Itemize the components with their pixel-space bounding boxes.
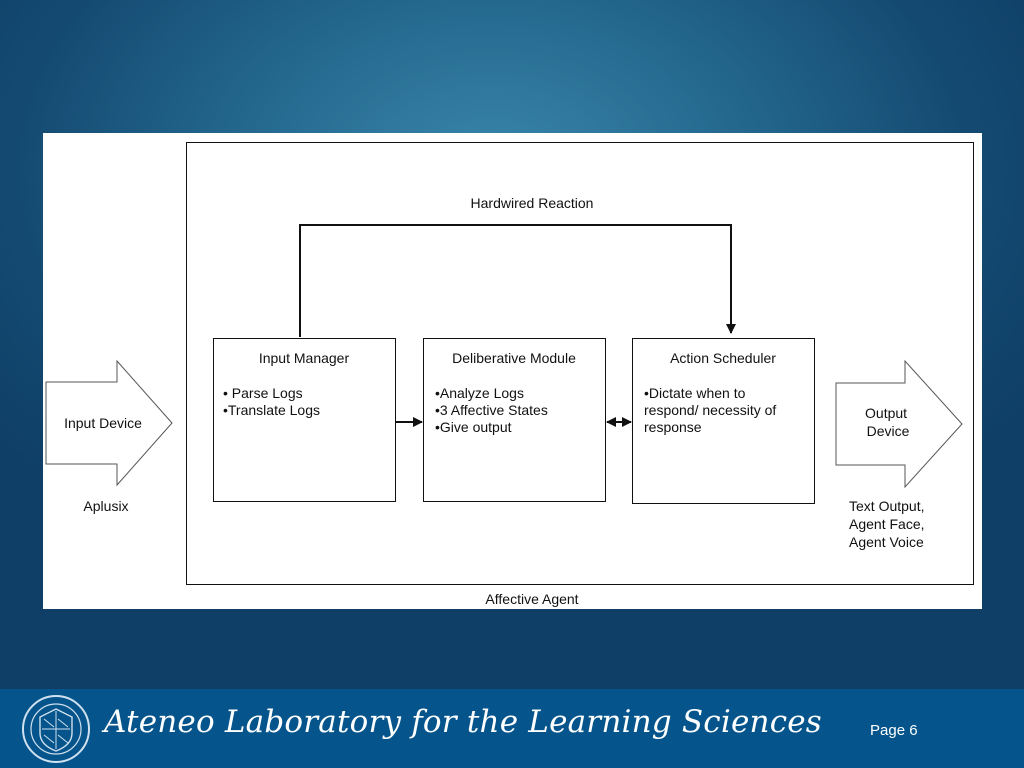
- output-device-arrow: [835, 359, 963, 489]
- bullet-line: •Give output: [435, 419, 512, 435]
- hardwired-reaction-arrow: [299, 224, 736, 337]
- bullet-line: response: [644, 419, 702, 435]
- footer-title: Ateneo Laboratory for the Learning Scien…: [104, 704, 822, 740]
- output-caption-line: Agent Voice: [849, 534, 924, 550]
- output-device-label: Output Device: [865, 405, 911, 439]
- output-device-label-line: Output: [865, 405, 907, 421]
- container-label: Affective Agent: [485, 591, 578, 607]
- input-device-label: Input Device: [64, 415, 142, 431]
- input-device-arrow: [45, 359, 173, 487]
- input-manager-title: Input Manager: [259, 350, 350, 366]
- output-caption-line: Text Output,: [849, 498, 924, 514]
- agent-container: [186, 142, 974, 585]
- deliberative-module-box: [423, 338, 606, 502]
- bullet-line: • Parse Logs: [223, 385, 303, 401]
- action-scheduler-bullets: •Dictate when to respond/ necessity of r…: [644, 385, 780, 435]
- page-number: Page 6: [870, 722, 918, 739]
- action-scheduler-title: Action Scheduler: [670, 350, 776, 366]
- bullet-line: •Analyze Logs: [435, 385, 524, 401]
- deliberative-module-bullets: •Analyze Logs •3 Affective States •Give …: [435, 385, 552, 435]
- output-caption-line: Agent Face,: [849, 516, 925, 532]
- diagram-image: Affective Agent Hardwired Reaction Input…: [43, 133, 982, 609]
- deliberative-module-title: Deliberative Module: [452, 350, 576, 366]
- output-device-label-line: Device: [867, 423, 910, 439]
- bullet-line: •Dictate when to: [644, 385, 746, 401]
- output-device-caption: Text Output, Agent Face, Agent Voice: [849, 498, 928, 550]
- hardwired-reaction-label: Hardwired Reaction: [471, 195, 594, 211]
- footer-bar: Ateneo Laboratory for the Learning Scien…: [0, 689, 1024, 768]
- bullet-line: •3 Affective States: [435, 402, 548, 418]
- diagram-svg: Affective Agent Hardwired Reaction Input…: [45, 142, 974, 607]
- bullet-line: •Translate Logs: [223, 402, 320, 418]
- input-manager-bullets: • Parse Logs •Translate Logs: [223, 385, 320, 418]
- input-device-caption: Aplusix: [83, 498, 128, 514]
- input-manager-box: [213, 338, 396, 502]
- bullet-line: respond/ necessity of: [644, 402, 776, 418]
- ateneo-seal-icon: [22, 695, 90, 763]
- action-scheduler-box: [632, 338, 815, 504]
